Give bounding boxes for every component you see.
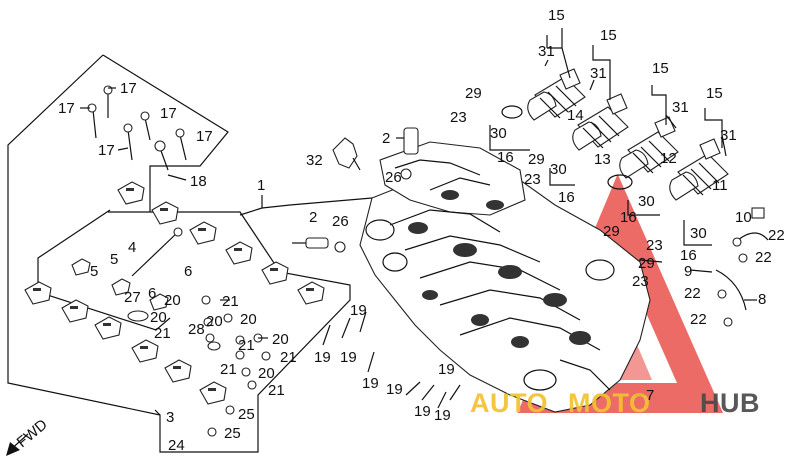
callout-21: 21 (154, 325, 171, 342)
watermark-auto: AUTO (470, 388, 548, 418)
callout-31: 31 (672, 99, 689, 116)
callout-29: 29 (638, 255, 655, 272)
callout-24: 24 (168, 437, 185, 454)
callout-16: 16 (620, 209, 637, 226)
callout-17: 17 (160, 105, 177, 122)
callout-15: 15 (548, 7, 565, 24)
callout-20: 20 (272, 331, 289, 348)
spark-plug-parts (305, 127, 419, 253)
cylinder-head (359, 141, 651, 413)
rocker-arms (24, 181, 325, 405)
callout-5: 5 (110, 251, 118, 268)
breather-hose (715, 207, 769, 327)
callout-26: 26 (385, 169, 402, 186)
callout-5: 5 (90, 263, 98, 280)
callout-28: 28 (188, 321, 205, 338)
callout-15: 15 (652, 60, 669, 77)
callout-23: 23 (524, 171, 541, 188)
callout-23: 23 (632, 273, 649, 290)
callout-27: 27 (124, 289, 141, 306)
callout-20: 20 (240, 311, 257, 328)
callout-10: 10 (735, 209, 752, 226)
callout-12: 12 (660, 150, 677, 167)
callout-11: 11 (712, 177, 728, 194)
callout-6: 6 (184, 263, 192, 280)
callout-17: 17 (58, 100, 75, 117)
callout-22: 22 (684, 285, 701, 302)
callout-17: 17 (120, 80, 137, 97)
callout-16: 16 (558, 189, 575, 206)
leader-lines (80, 28, 757, 396)
callout-21: 21 (280, 349, 297, 366)
callout-20: 20 (150, 309, 167, 326)
callout-31: 31 (590, 65, 607, 82)
callout-19: 19 (362, 375, 379, 392)
callout-14: 14 (567, 107, 584, 124)
callout-19: 19 (414, 403, 431, 420)
intake-boots (501, 68, 729, 201)
callout-30: 30 (550, 161, 567, 178)
callout-19: 19 (350, 302, 367, 319)
callout-22: 22 (768, 227, 785, 244)
callout-2: 2 (382, 130, 390, 147)
callout-25: 25 (224, 425, 241, 442)
callout-15: 15 (706, 85, 723, 102)
callout-13: 13 (594, 151, 611, 168)
callout-29: 29 (465, 85, 482, 102)
callout-31: 31 (538, 43, 555, 60)
callout-21: 21 (220, 361, 237, 378)
callout-15: 15 (600, 27, 617, 44)
callout-29: 29 (603, 223, 620, 240)
callout-labels: 15 31 15 31 15 31 15 31 14 13 12 11 29 2… (58, 7, 785, 454)
fwd-arrow: FWD (6, 416, 51, 456)
callout-4: 4 (128, 239, 136, 256)
callout-19: 19 (386, 381, 403, 398)
callout-9: 9 (684, 263, 692, 280)
callout-19: 19 (340, 349, 357, 366)
watermark-text: AUTO MOTO HUB (470, 388, 760, 418)
callout-17: 17 (98, 142, 115, 159)
callout-22: 22 (690, 311, 707, 328)
callout-6: 6 (148, 285, 156, 302)
callout-8: 8 (758, 291, 766, 308)
callout-32: 32 (306, 152, 323, 169)
watermark-hub: HUB (700, 388, 760, 418)
callout-29: 29 (528, 151, 545, 168)
callout-17: 17 (196, 128, 213, 145)
callout-3: 3 (166, 409, 174, 426)
callout-30: 30 (690, 225, 707, 242)
callout-20: 20 (258, 365, 275, 382)
callout-26: 26 (332, 213, 349, 230)
callout-30: 30 (490, 125, 507, 142)
callout-21: 21 (268, 382, 285, 399)
callout-22: 22 (755, 249, 772, 266)
callout-19: 19 (434, 407, 451, 424)
callout-20: 20 (206, 313, 223, 330)
callout-2: 2 (309, 209, 317, 226)
callout-16: 16 (680, 247, 697, 264)
callout-30: 30 (638, 193, 655, 210)
callout-16: 16 (497, 149, 514, 166)
callout-21: 21 (222, 293, 239, 310)
callout-19: 19 (438, 361, 455, 378)
watermark-moto: MOTO (568, 388, 651, 418)
callout-23: 23 (450, 109, 467, 126)
small-hardware (127, 295, 461, 437)
callout-18: 18 (190, 173, 207, 190)
callout-21: 21 (238, 337, 255, 354)
callout-19: 19 (314, 349, 331, 366)
callout-25: 25 (238, 406, 255, 423)
callout-23: 23 (646, 237, 663, 254)
callout-7: 7 (646, 387, 654, 404)
callout-1: 1 (257, 177, 265, 194)
callout-31: 31 (720, 127, 737, 144)
fwd-label: FWD (14, 416, 51, 451)
callout-20: 20 (164, 292, 181, 309)
